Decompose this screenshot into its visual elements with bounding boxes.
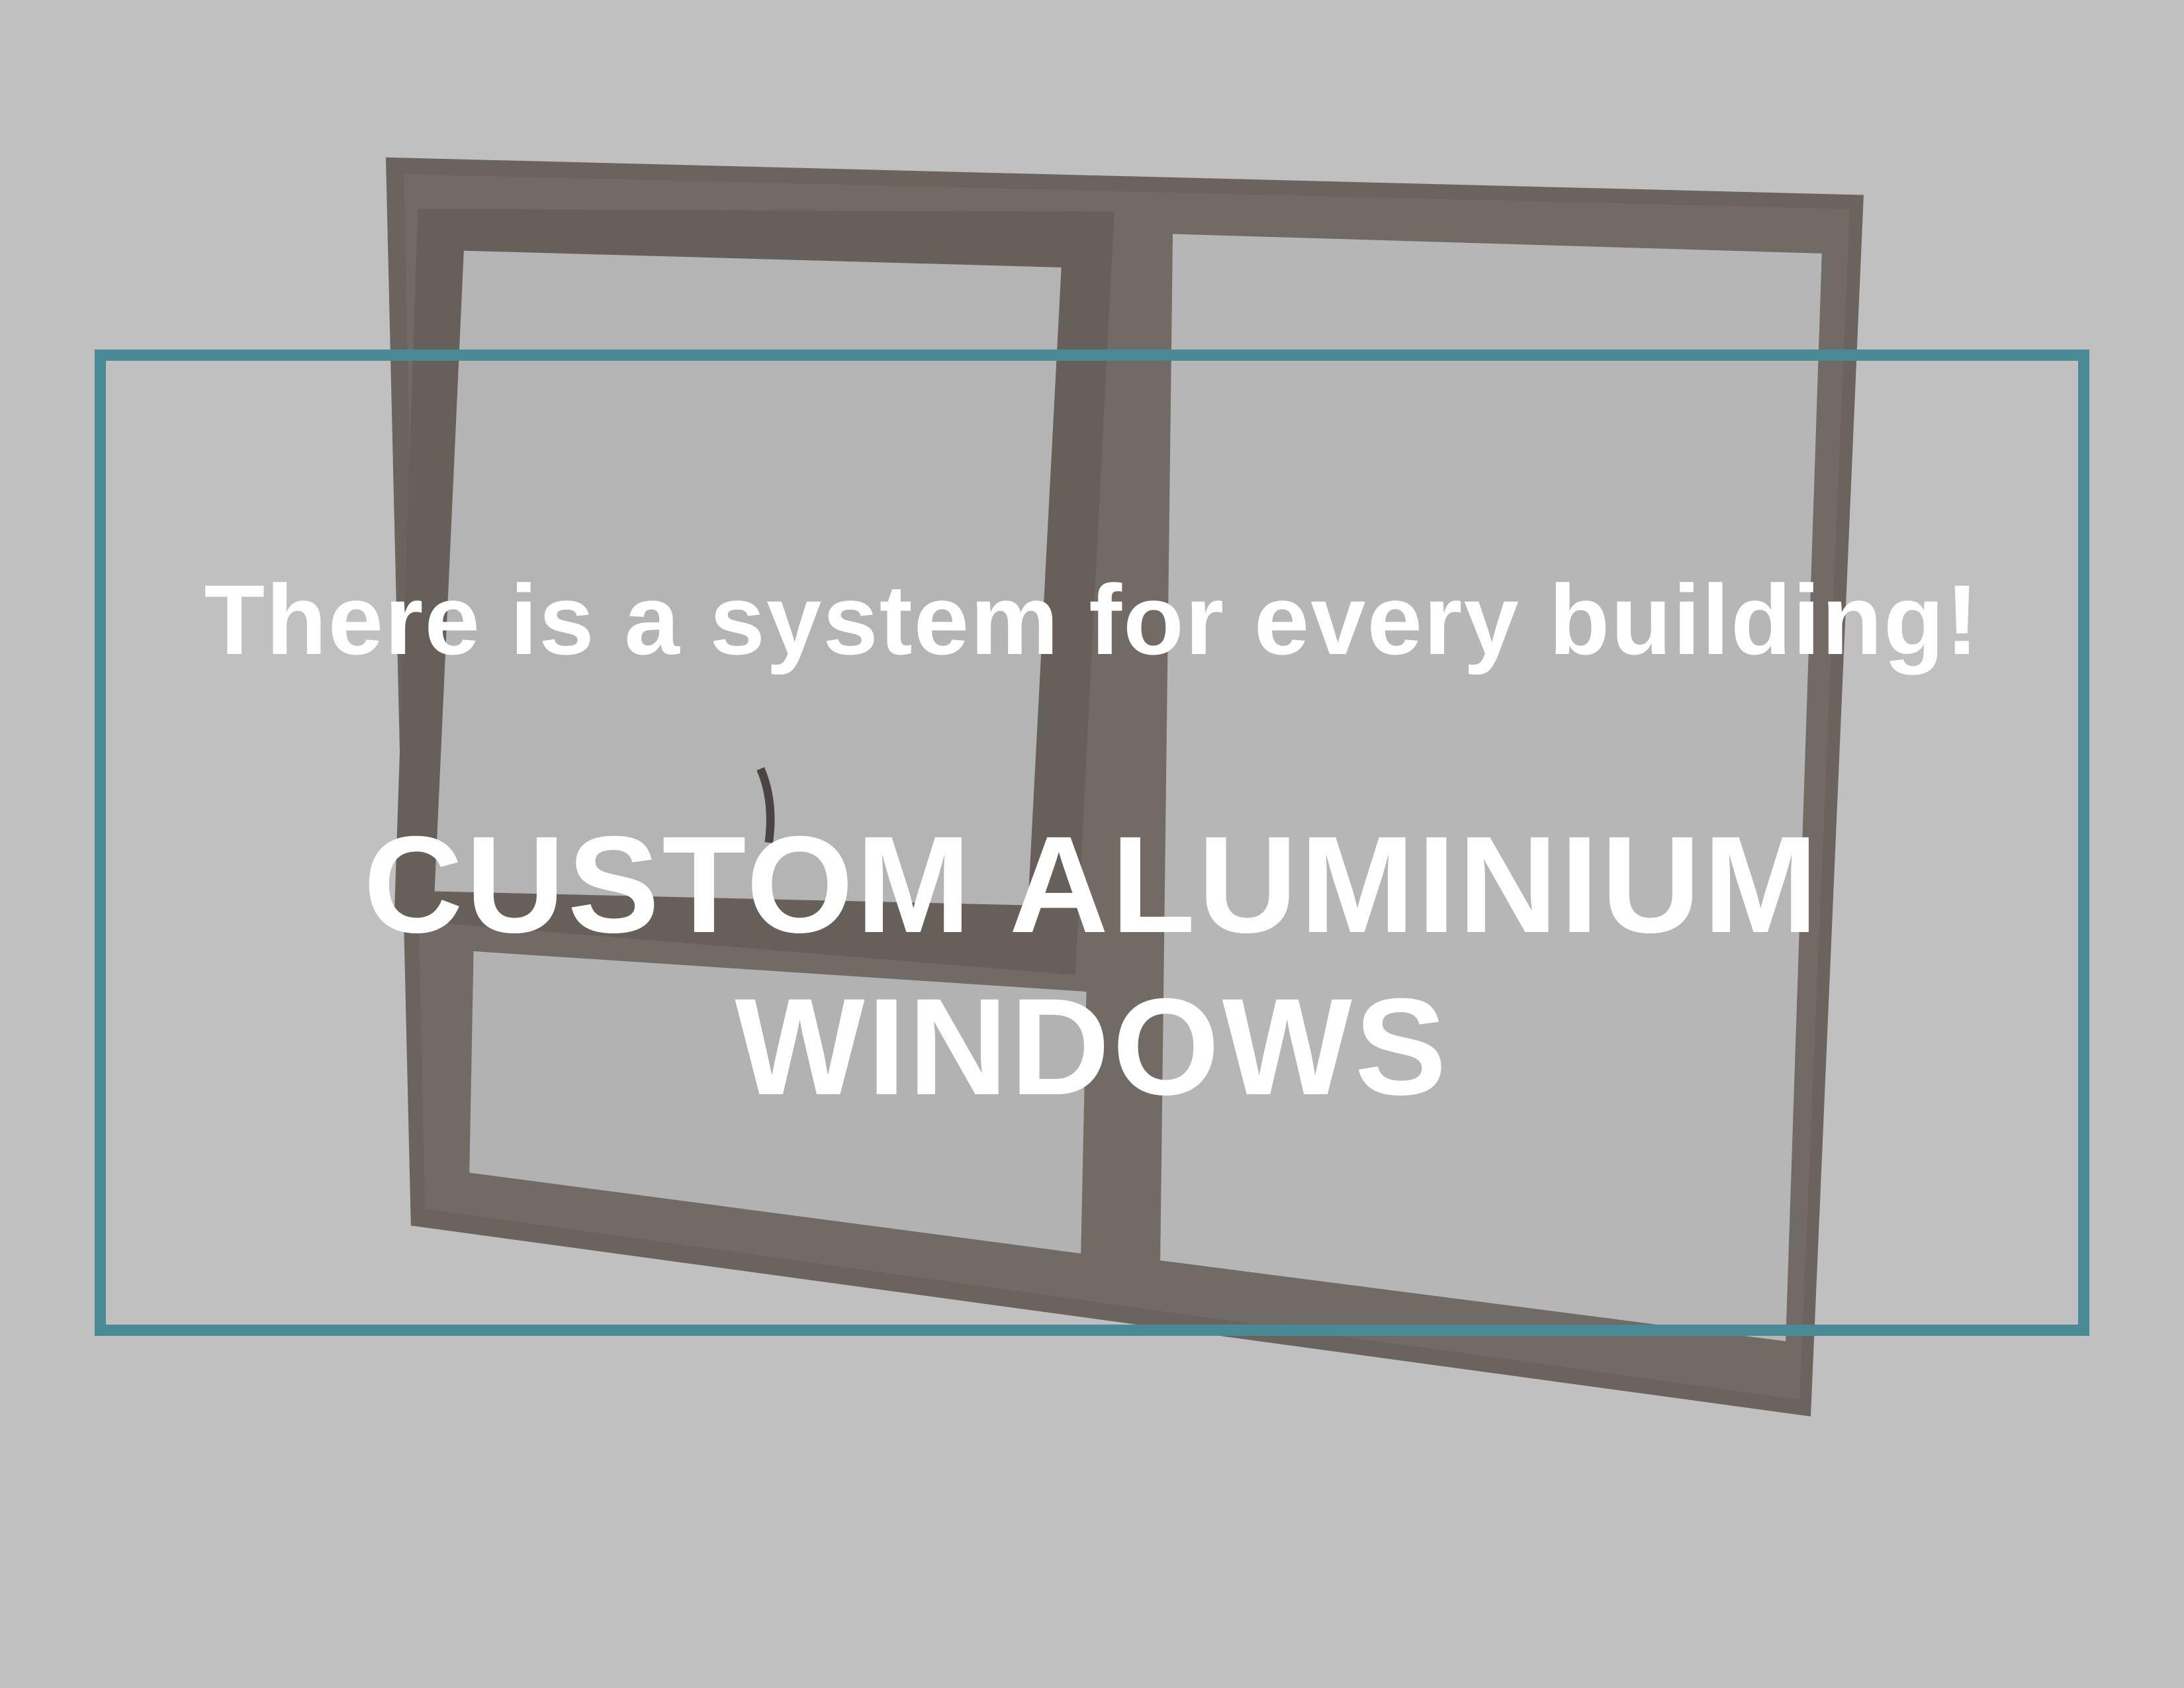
lower-left-glass	[469, 951, 1087, 1254]
right-glass	[1160, 234, 1822, 1342]
upper-left-glass	[434, 250, 1062, 906]
window-handle	[756, 767, 775, 843]
headline: CUSTOM ALUMINIUM WINDOWS	[0, 804, 2184, 1129]
accent-border-box	[95, 350, 2089, 1336]
headline-line-1: CUSTOM ALUMINIUM	[363, 808, 1821, 962]
headline-line-2: WINDOWS	[735, 970, 1449, 1124]
tagline: There is a system for every building!	[204, 564, 1980, 675]
